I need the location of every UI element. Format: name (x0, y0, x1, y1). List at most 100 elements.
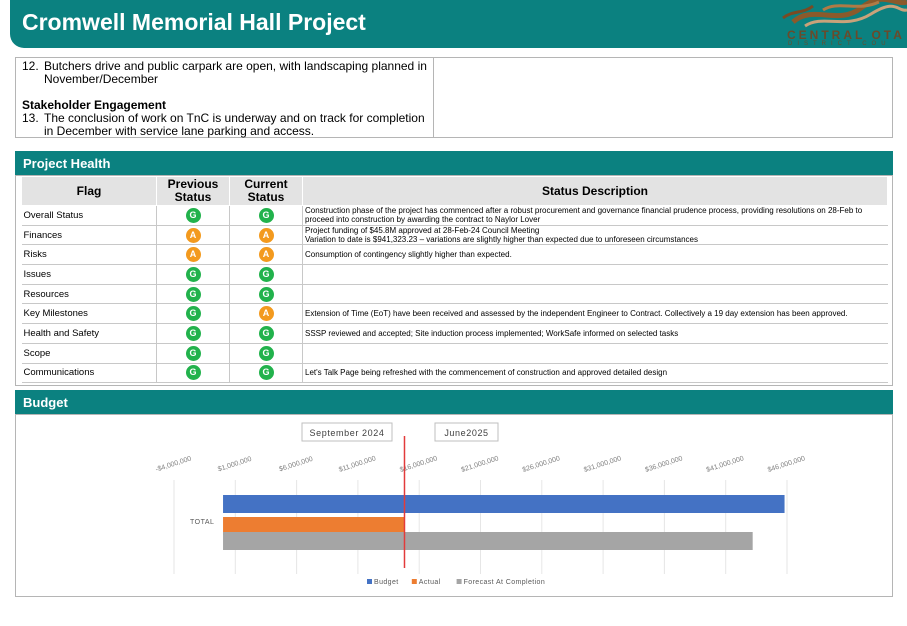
annotation-label: June2025 (444, 428, 488, 438)
category-label: TOTAL (190, 519, 214, 526)
budget-header: Budget (15, 390, 893, 414)
council-logo: CENTRAL OTA DISTRICT COU (782, 0, 907, 48)
current-status-cell: G (229, 264, 303, 285)
status-badge: G (185, 286, 201, 302)
status-badge: G (258, 345, 274, 361)
budget-chart-svg: -$4,000,000$1,000,000$6,000,000$11,000,0… (122, 416, 806, 596)
column-header-previous: Previous Status (156, 176, 230, 206)
status-badge: G (258, 286, 274, 302)
flag-cell: Finances (21, 225, 157, 246)
status-badge: G (258, 266, 274, 282)
logo-subtext: DISTRICT COU (788, 41, 891, 47)
status-description-line: Consumption of contingency slightly high… (305, 250, 512, 260)
status-description-cell: Consumption of contingency slightly high… (302, 244, 888, 266)
table-row: Resources G G (21, 284, 888, 305)
project-health-header: Project Health (15, 151, 893, 175)
table-row: Risks A A Consumption of contingency slight… (21, 244, 888, 266)
current-status-cell: A (229, 244, 303, 266)
status-description-line: SSSP reviewed and accepted; Site inducti… (305, 328, 679, 338)
current-status-cell: G (229, 284, 303, 305)
logo-wave-graphic (782, 0, 907, 28)
previous-status-cell: A (156, 244, 230, 266)
logo-wordmark: CENTRAL OTA (787, 28, 905, 42)
title-bar: Cromwell Memorial Hall Project (10, 0, 907, 48)
note-item: 12. Butchers drive and public carpark ar… (22, 60, 433, 86)
previous-status-cell: G (156, 205, 230, 226)
status-badge: A (258, 227, 274, 243)
table-row: Finances A A Project funding of $45.8M appr… (21, 225, 888, 246)
bar-budget (223, 495, 785, 513)
table-header-row: Flag Previous Status Current Status Stat… (21, 176, 888, 206)
project-health-table: Flag Previous Status Current Status Stat… (21, 176, 888, 384)
flag-cell: Resources (21, 284, 157, 305)
status-badge: A (185, 247, 201, 263)
status-description-line: Project funding of $45.8M approved at 28… (305, 226, 540, 236)
status-description-cell: Construction phase of the project has co… (302, 205, 888, 226)
notes-box: 12. Butchers drive and public carpark ar… (15, 57, 893, 138)
page-title: Cromwell Memorial Hall Project (22, 9, 366, 35)
note-item: 13. The conclusion of work on TnC is und… (22, 112, 433, 138)
flag-cell: Communications (21, 363, 157, 384)
status-description-cell: Extension of Time (EoT) have been receiv… (302, 303, 888, 325)
current-status-cell: G (229, 323, 303, 344)
legend-label: Forecast At Completion (464, 579, 546, 586)
status-badge: A (258, 247, 274, 263)
stakeholder-heading: Stakeholder Engagement (22, 98, 167, 112)
status-description-cell (302, 284, 888, 305)
flag-cell: Key Milestones (21, 303, 157, 325)
status-badge: G (258, 207, 274, 223)
previous-status-cell: A (156, 225, 230, 246)
current-status-cell: G (229, 343, 303, 364)
status-badge: A (185, 227, 201, 243)
note-number: 12. (22, 59, 39, 73)
note-text: Butchers drive and public carpark are op… (44, 59, 427, 86)
status-description-line: Let's Talk Page being refreshed with the… (305, 368, 668, 378)
budget-panel (15, 414, 893, 597)
flag-cell: Risks (21, 244, 157, 266)
table-row: Key Milestones G A Extension of Time (EoT) … (21, 303, 888, 325)
notes-column: 12. Butchers drive and public carpark ar… (16, 58, 434, 138)
note-number: 13. (22, 111, 39, 125)
bar-actual (223, 517, 405, 535)
status-description-cell: Let's Talk Page being refreshed with the… (302, 363, 888, 384)
current-status-cell: G (229, 205, 303, 226)
legend-label: Actual (419, 579, 441, 586)
previous-status-cell: G (156, 343, 230, 364)
current-status-cell: G (229, 363, 303, 384)
budget-chart: -$4,000,000$1,000,000$6,000,000$11,000,0… (122, 416, 806, 596)
status-badge: G (185, 345, 201, 361)
previous-status-cell: G (156, 363, 230, 384)
previous-status-cell: G (156, 284, 230, 305)
status-description-cell: Project funding of $45.8M approved at 28… (302, 225, 888, 246)
column-header-description: Status Description (302, 176, 888, 206)
status-description-cell: SSSP reviewed and accepted; Site inducti… (302, 323, 888, 344)
current-status-cell: A (229, 303, 303, 325)
status-badge: A (258, 306, 274, 322)
annotation-label: September 2024 (310, 428, 385, 438)
budget-title: Budget (23, 395, 68, 410)
table-row: Issues G G (21, 264, 888, 285)
column-header-current: Current Status (229, 176, 303, 206)
legend-swatch (367, 579, 372, 584)
flag-cell: Issues (21, 264, 157, 285)
status-badge: G (185, 365, 201, 381)
status-badge: G (185, 306, 201, 322)
status-description-cell (302, 343, 888, 364)
project-health-panel (15, 175, 893, 386)
previous-status-cell: G (156, 264, 230, 285)
annotation-box (434, 422, 499, 442)
legend-swatch (456, 579, 462, 584)
annotation-box (301, 422, 393, 442)
status-description-line: Extension of Time (EoT) have been receiv… (305, 309, 848, 319)
legend-swatch (411, 579, 417, 584)
status-badge: G (185, 266, 201, 282)
legend-label: Budget (374, 579, 399, 586)
previous-status-cell: G (156, 303, 230, 325)
status-badge: G (258, 325, 274, 341)
status-badge: G (185, 207, 201, 223)
